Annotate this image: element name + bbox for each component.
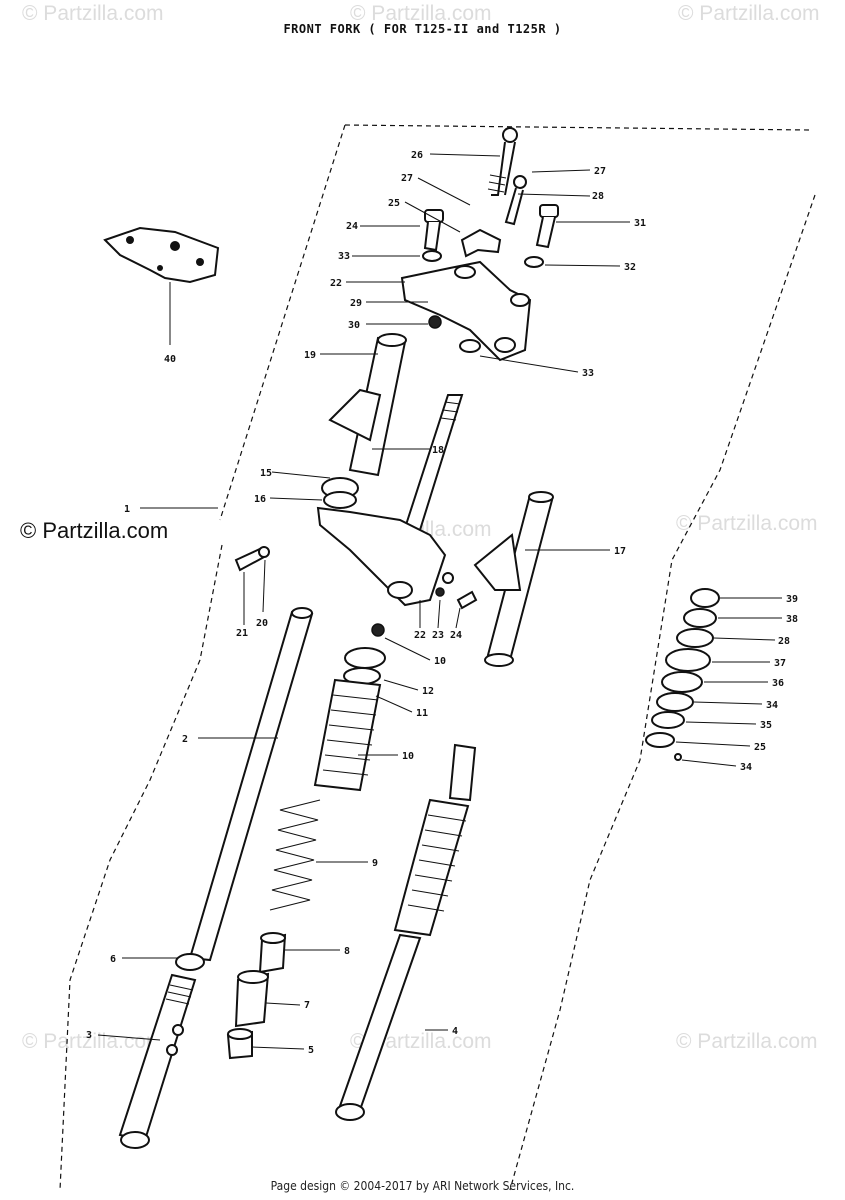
part-10-boot: [313, 678, 382, 792]
callout-7: 7: [304, 1000, 310, 1011]
part-rings: [343, 623, 386, 685]
callout-25: 25: [388, 198, 400, 209]
callout-27: 27: [401, 173, 413, 184]
part-21-bolt: [234, 546, 270, 572]
callout-4: 4: [452, 1026, 458, 1037]
callout-19: 19: [304, 350, 316, 361]
part-5-cap: [226, 1028, 253, 1060]
callout-24: 24: [346, 221, 358, 232]
diagram-title: FRONT FORK ( FOR T125-II and T125R ): [283, 22, 562, 36]
callout-6: 6: [110, 954, 116, 965]
leader-lines: [97, 153, 782, 1050]
callout-38: 38: [786, 614, 798, 625]
part-7-cylinder: [234, 970, 270, 1028]
callout-5: 5: [308, 1045, 314, 1056]
callout-numbers: 26 27 27 28 25 24 31 33 32 22 29 30 33 1…: [86, 150, 798, 1056]
callout-30: 30: [348, 320, 360, 331]
part-31-bolt: [524, 204, 559, 268]
callout-18: 18: [432, 445, 444, 456]
callout-34: 34: [766, 700, 778, 711]
part-26-bolt: [487, 127, 518, 196]
watermark: © Partzilla.com: [22, 2, 164, 25]
callout-27: 27: [594, 166, 606, 177]
callout-28: 28: [778, 636, 790, 647]
callout-22: 22: [330, 278, 342, 289]
part-19-fork-cover: [328, 333, 407, 477]
callout-32: 32: [624, 262, 636, 273]
watermark: © Partzilla.com: [678, 2, 820, 25]
callout-39: 39: [786, 594, 798, 605]
callout-10b: 10: [402, 751, 414, 762]
callout-35: 35: [760, 720, 772, 731]
callout-29: 29: [350, 298, 362, 309]
callout-33: 33: [582, 368, 594, 379]
part-34-bolt: [422, 209, 444, 262]
part-25-clamp: [460, 228, 502, 258]
callout-24: 24: [450, 630, 462, 641]
watermark: © Partzilla.com: [676, 512, 818, 535]
callout-28: 28: [592, 191, 604, 202]
steering-bearing-stack: [645, 588, 720, 761]
callout-40: 40: [164, 354, 176, 365]
assembly-outline: [59, 124, 816, 1191]
callout-22: 22: [414, 630, 426, 641]
part-22-upper-bracket: [400, 260, 532, 362]
callout-20: 20: [256, 618, 268, 629]
callout-37: 37: [774, 658, 786, 669]
callout-36: 36: [772, 678, 784, 689]
part-4-fork-leg: [335, 743, 477, 1121]
part-3-outer-tube: [118, 973, 197, 1149]
callout-17: 17: [614, 546, 626, 557]
callout-12: 12: [422, 686, 434, 697]
callout-9: 9: [372, 858, 378, 869]
callout-16: 16: [254, 494, 266, 505]
callout-34: 34: [740, 762, 752, 773]
page-footer: Page design © 2004-2017 by ARI Network S…: [270, 1179, 575, 1193]
callout-23: 23: [432, 630, 444, 641]
callout-26: 26: [411, 150, 423, 161]
part-9-spring: [269, 799, 321, 911]
callout-2: 2: [182, 734, 188, 745]
callout-31: 31: [634, 218, 646, 229]
part-2-inner-tube: [188, 607, 314, 962]
watermark: © Partzilla.com: [676, 1030, 818, 1053]
part-16-lower-bracket: [316, 477, 447, 607]
callout-15: 15: [260, 468, 272, 479]
watermark: © Partzilla.com: [350, 2, 492, 25]
callout-21: 21: [236, 628, 248, 639]
callout-10: 10: [434, 656, 446, 667]
callout-33: 33: [338, 251, 350, 262]
part-18-steering-stem: [403, 394, 464, 532]
watermark: © Partzilla.com: [22, 1030, 164, 1053]
callout-1: 1: [124, 504, 130, 515]
callout-25: 25: [754, 742, 766, 753]
part-27-bolt: [504, 175, 527, 226]
watermark-logo: © Partzilla.com: [20, 518, 169, 543]
callout-8: 8: [344, 946, 350, 957]
part-small-nuts: [435, 572, 478, 610]
callout-3: 3: [86, 1030, 92, 1041]
callout-11: 11: [416, 708, 428, 719]
part-17-fork-cover: [473, 491, 554, 667]
part-6-oil-seal: [175, 953, 205, 971]
part-40-bracket-plate: [103, 226, 220, 345]
part-8-bushing: [258, 932, 287, 974]
